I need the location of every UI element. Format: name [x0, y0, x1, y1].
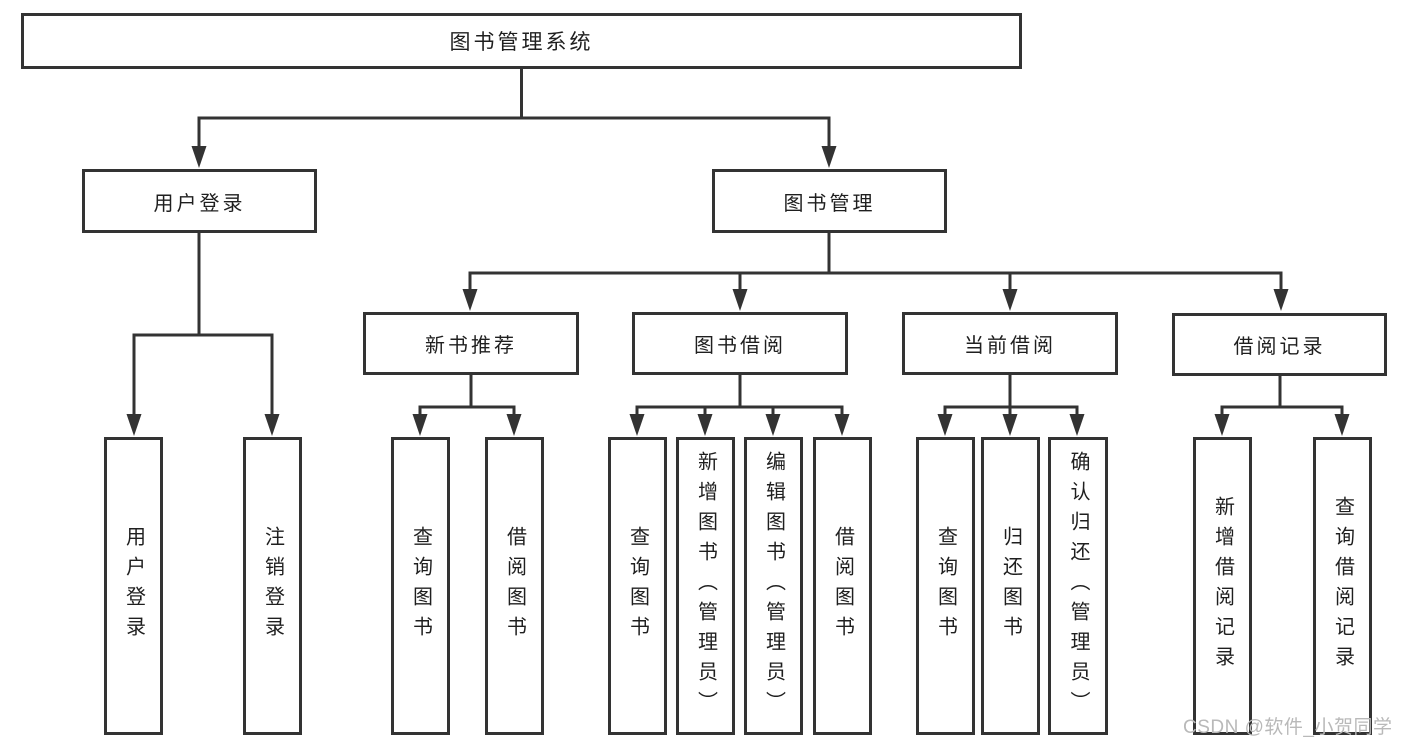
- leaf-query-borrow-record: 查询借阅记录: [1313, 437, 1372, 735]
- node-book-borrowing: 图书借阅: [632, 312, 848, 375]
- leaf-borrow-books-recommend: 借阅图书: [485, 437, 544, 735]
- leaf-edit-books-admin: 编辑图书（管理员）: [744, 437, 803, 735]
- leaf-user-login: 用户登录: [104, 437, 163, 735]
- leaf-add-books-admin: 新增图书（管理员）: [676, 437, 735, 735]
- node-root-library-system: 图书管理系统: [21, 13, 1022, 69]
- leaf-query-books-recommend: 查询图书: [391, 437, 450, 735]
- node-new-book-recommend: 新书推荐: [363, 312, 579, 375]
- node-user-login-branch: 用户登录: [82, 169, 317, 233]
- node-borrow-records: 借阅记录: [1172, 313, 1387, 376]
- watermark: CSDN @软件_小贺同学: [1183, 717, 1393, 738]
- leaf-query-books-borrowing: 查询图书: [608, 437, 667, 735]
- node-current-borrowing: 当前借阅: [902, 312, 1118, 375]
- leaf-logout: 注销登录: [243, 437, 302, 735]
- node-book-management: 图书管理: [712, 169, 947, 233]
- arrowhead-icons: [126, 146, 1350, 436]
- leaf-borrow-books: 借阅图书: [813, 437, 872, 735]
- leaf-confirm-return-admin: 确认归还（管理员）: [1048, 437, 1108, 735]
- leaf-add-borrow-record: 新增借阅记录: [1193, 437, 1252, 735]
- leaf-query-books-current: 查询图书: [916, 437, 975, 735]
- leaf-return-books: 归还图书: [981, 437, 1040, 735]
